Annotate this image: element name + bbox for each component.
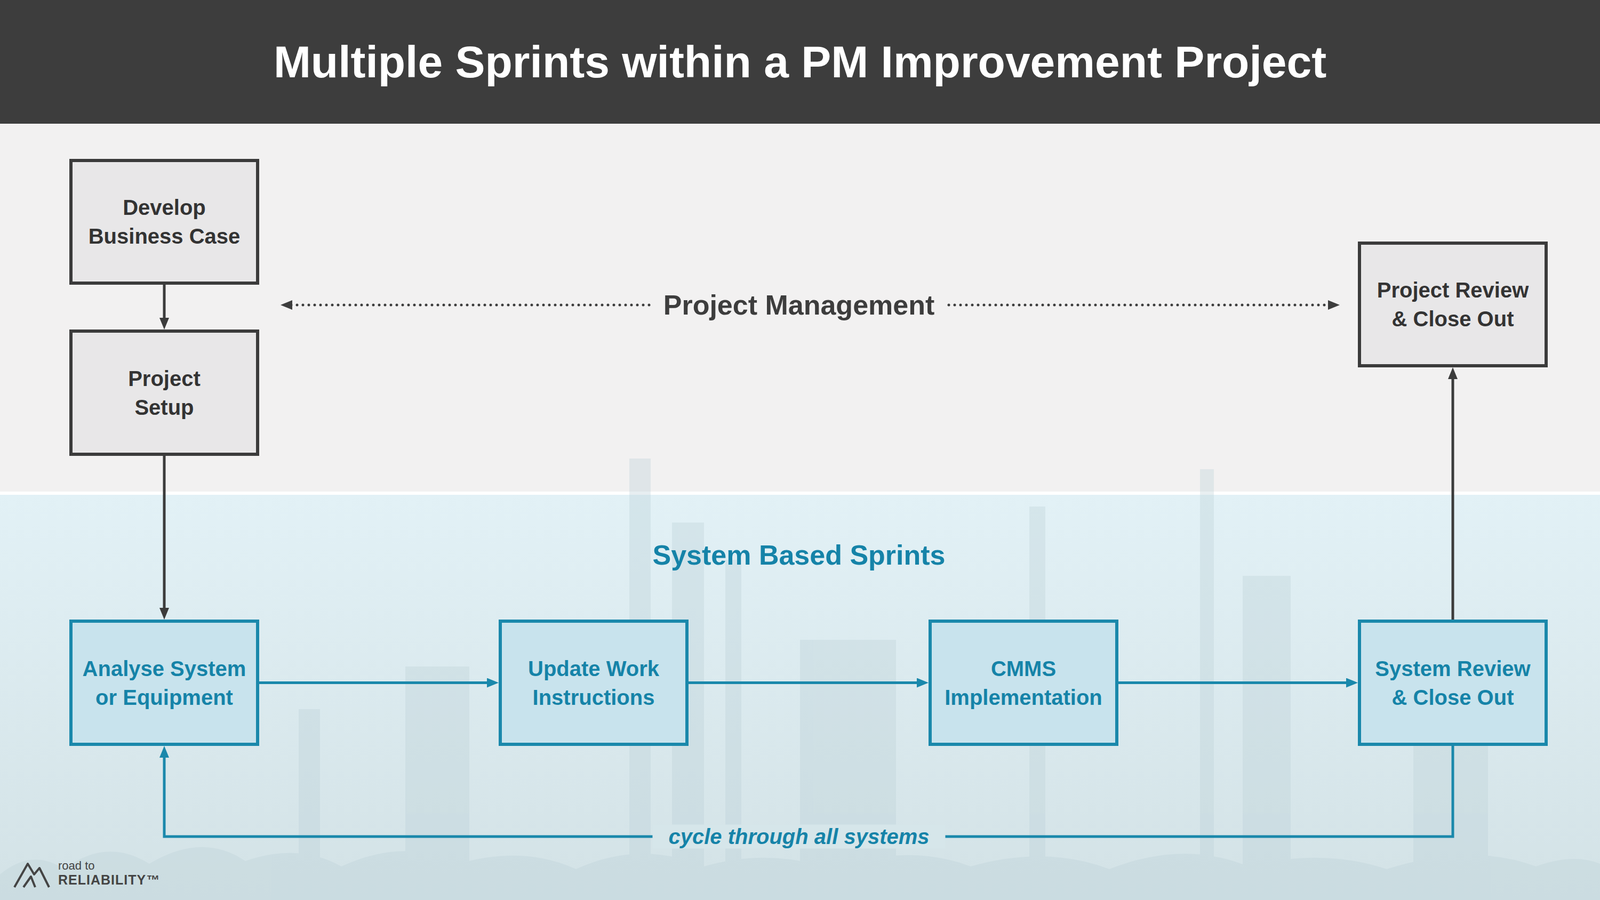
logo-icon [14, 864, 50, 888]
process-box: CMMS Implementation [928, 619, 1119, 747]
logo-text: RELIABILITY™ [58, 872, 160, 888]
tower [1242, 576, 1291, 900]
box-text: Update Work Instructions [510, 654, 677, 712]
title-bar [0, 0, 1600, 124]
edge-label: cycle through all systems [652, 825, 946, 850]
title-text: Multiple Sprints within a PM Improvement… [273, 36, 1327, 88]
process-box: Develop Business Case [69, 158, 260, 285]
section-label: System Based Sprints [652, 539, 946, 572]
sprint-band [0, 494, 1600, 900]
process-box: System Review & Close Out [1357, 619, 1548, 747]
logo-text: road to [58, 859, 95, 874]
connector-arrow [688, 681, 917, 685]
box-text: System Review & Close Out [1369, 654, 1536, 712]
process-box: Project Setup [69, 329, 260, 456]
connector-arrow [164, 746, 1453, 837]
process-box: Analyse System or Equipment [69, 619, 260, 747]
management-band [0, 123, 1600, 492]
connector-arrow [1118, 681, 1347, 685]
connector-arrow [163, 456, 166, 608]
box-text: Analyse System or Equipment [81, 654, 248, 712]
tower [725, 560, 742, 900]
process-box: Update Work Instructions [498, 619, 689, 747]
box-text: CMMS Implementation [940, 654, 1107, 712]
connector-arrow [1451, 379, 1455, 620]
tree-line [0, 847, 1600, 900]
mountain-mark [23, 876, 36, 888]
arrow-head [280, 300, 293, 310]
section-label: Project Management [663, 289, 935, 322]
title-bar: Multiple Sprints within a PM Improvement… [0, 0, 1600, 124]
refinery-silhouette [0, 458, 1600, 900]
dotted-line [948, 304, 1330, 307]
box-text: Project Setup [102, 364, 226, 422]
connector-arrow [163, 284, 166, 318]
mountain-mark [14, 864, 50, 888]
dotted-line [291, 304, 654, 307]
arrow-head [1328, 300, 1340, 310]
process-box: Project Review & Close Out [1357, 241, 1548, 368]
box-text: Project Review & Close Out [1369, 275, 1536, 334]
connector-arrow [259, 681, 487, 685]
box-text: Develop Business Case [81, 193, 248, 251]
